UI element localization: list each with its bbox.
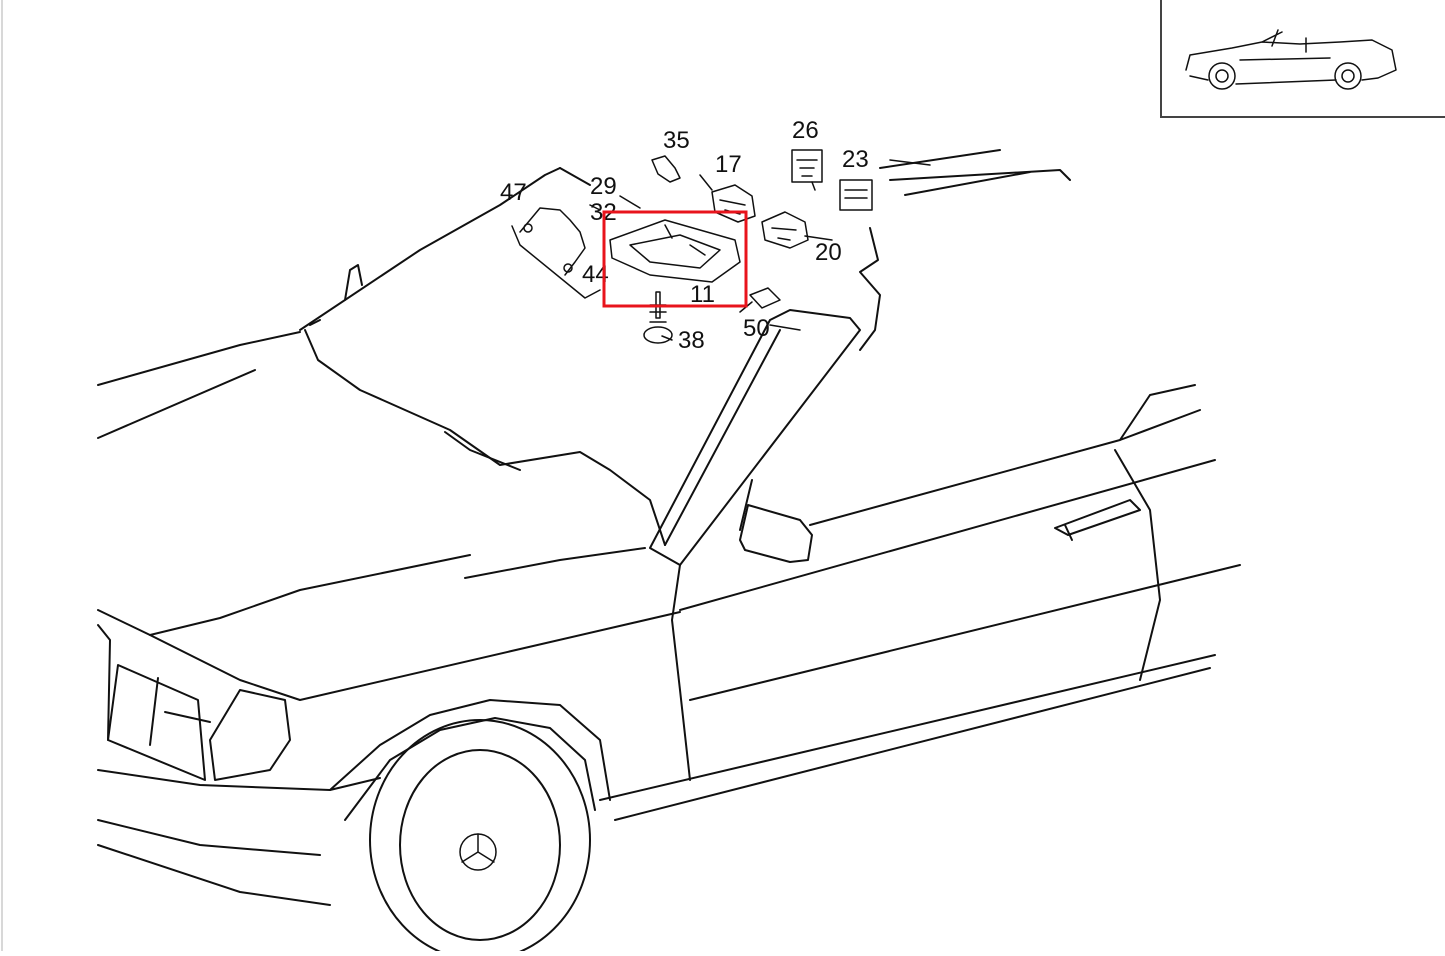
callout-20[interactable]: 20: [815, 239, 842, 266]
thumbnail-frame: [1160, 0, 1445, 118]
part-50-shape: [749, 287, 781, 309]
parts-cluster: [511, 149, 931, 344]
callout-29[interactable]: 29: [590, 173, 617, 200]
part-17-shape: [711, 184, 756, 223]
callout-50[interactable]: 50: [743, 315, 770, 342]
thumbnail-car-icon: [1185, 29, 1397, 90]
part-35-shape: [651, 155, 681, 183]
part-20-shape: [761, 211, 809, 249]
car-illustration: [97, 149, 1241, 956]
callout-38[interactable]: 38: [678, 327, 705, 354]
door-handle: [1054, 499, 1141, 536]
wheel-arch: [329, 699, 611, 801]
part-11-shape: [609, 219, 741, 283]
part-38-shape: [655, 291, 661, 319]
callouts: 35 26 17 23 29 47 32 44 20 11 50 38: [500, 117, 869, 354]
front-wheel: [369, 719, 591, 956]
callout-47[interactable]: 47: [500, 179, 527, 206]
callout-17[interactable]: 17: [715, 151, 742, 178]
callout-26[interactable]: 26: [792, 117, 819, 144]
part-26-shape: [791, 149, 823, 183]
windshield-frame-line: [299, 167, 561, 331]
part-47-wire: [519, 207, 586, 276]
headlight: [209, 689, 291, 781]
callout-11[interactable]: 11: [690, 281, 715, 308]
side-mirror: [739, 504, 813, 563]
callout-23[interactable]: 23: [842, 146, 869, 173]
part-23-shape: [839, 179, 873, 211]
highlight-box-part-11[interactable]: [602, 210, 748, 308]
thumbnail-inset[interactable]: [1160, 0, 1445, 118]
hood-line-upper: [97, 331, 301, 386]
callout-35[interactable]: 35: [663, 127, 690, 154]
